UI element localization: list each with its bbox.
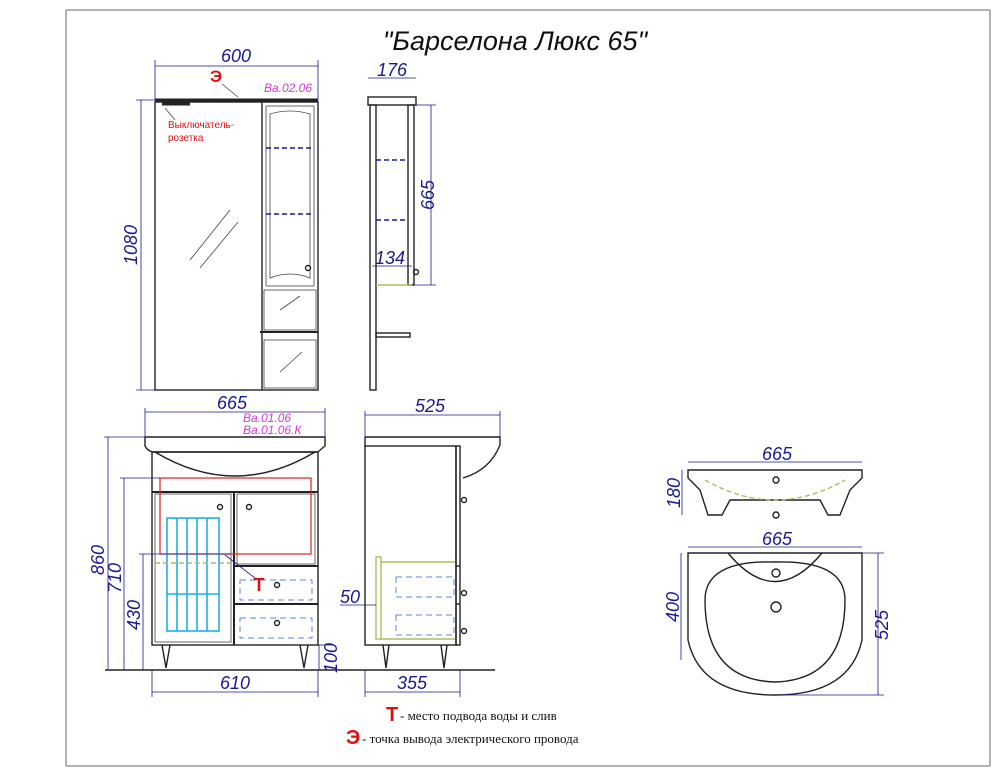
- dim-height-430: 430: [124, 600, 144, 630]
- dim-vanity-top-width: 665: [217, 393, 248, 413]
- vanity-front: Т 665 Ва.01.06 Ва.01.06.К 860 710 430 10…: [88, 393, 495, 697]
- vanity-code-1: Ва.01.06: [243, 411, 291, 425]
- mirror-code: Ва.02.06: [264, 81, 312, 95]
- sink-plan-view: 665 400 525: [663, 529, 892, 696]
- dim-mirror-width: 600: [221, 46, 251, 66]
- dim-shelf-depth: 134: [375, 248, 405, 268]
- switch-label: Выключатель-: [168, 120, 234, 131]
- dim-mirror-side-height: 665: [418, 179, 438, 210]
- mirror-cabinet-side: 176 665 134: [367, 60, 438, 391]
- dim-leg-height: 100: [321, 643, 341, 673]
- drawing-title: "Барселона Люкс 65": [383, 26, 649, 56]
- legend-electric-marker: Э: [346, 727, 360, 749]
- dim-offset-50: 50: [340, 587, 360, 607]
- dim-sink-depth: 525: [872, 609, 892, 640]
- dim-body-width: 610: [220, 673, 250, 693]
- dim-total-height: 860: [88, 545, 108, 575]
- dim-mirror-depth: 176: [377, 60, 408, 80]
- legend-electric-text: - точка вывода электрического провода: [362, 731, 579, 746]
- drawing-frame: [65, 9, 991, 767]
- electric-marker: Э: [210, 67, 222, 86]
- dim-sink-inner-depth: 400: [663, 592, 683, 622]
- legend: Т - место подвода воды и слив Э - точка …: [346, 704, 579, 749]
- dim-body-depth: 355: [397, 673, 428, 693]
- switch-label-2: розетка: [168, 133, 204, 144]
- dim-mirror-height: 1080: [121, 225, 141, 265]
- mirror-cabinet-front: Э Ва.02.06 Выключатель- розетка 600 1080: [121, 46, 319, 391]
- dim-height-710: 710: [105, 563, 125, 593]
- dim-sink-plan-width: 665: [762, 529, 793, 549]
- legend-water-text: - место подвода воды и слив: [400, 708, 557, 723]
- vanity-side: 50 525 355: [340, 396, 501, 697]
- water-marker: Т: [254, 575, 265, 595]
- dim-vanity-depth: 525: [415, 396, 446, 416]
- vanity-code-2: Ва.01.06.К: [243, 423, 302, 437]
- sink-side-view: 665 180: [664, 444, 863, 519]
- dim-sink-side-width: 665: [762, 444, 793, 464]
- dim-sink-height: 180: [664, 478, 684, 508]
- legend-water-marker: Т: [386, 704, 398, 726]
